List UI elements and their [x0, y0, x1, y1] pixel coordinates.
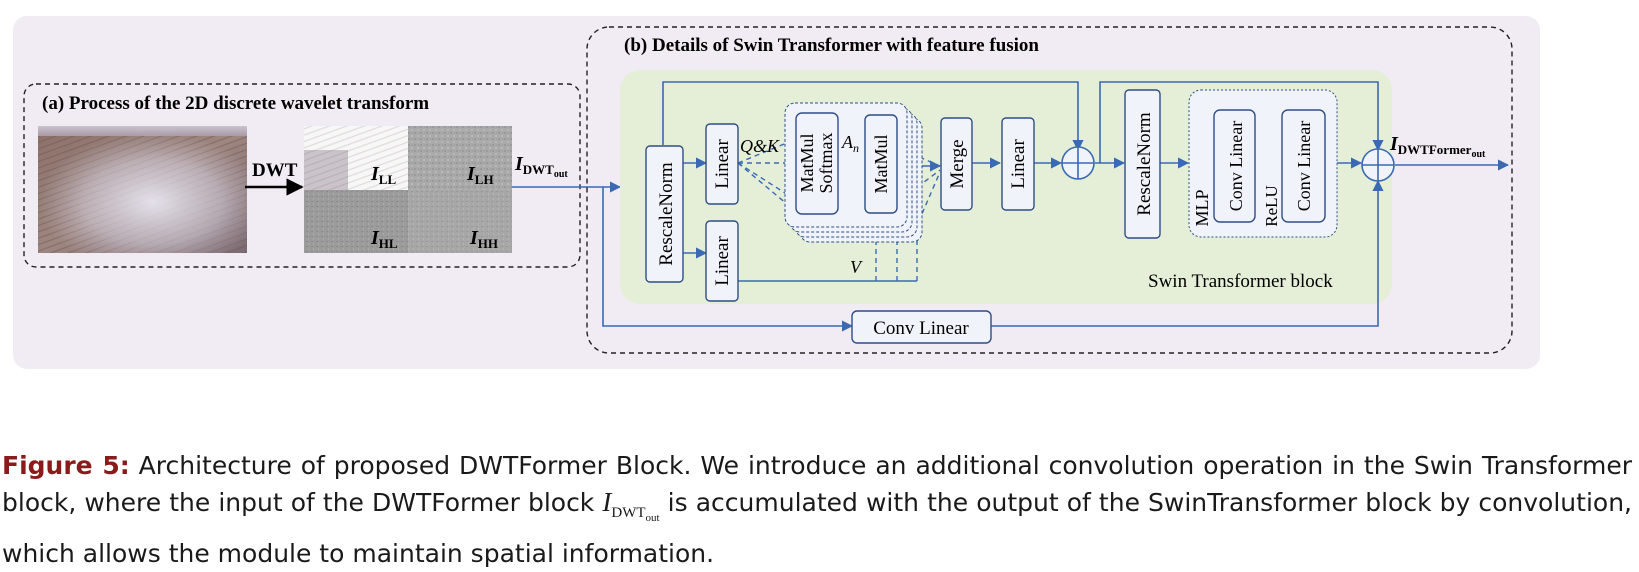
add-node-1	[1061, 146, 1095, 180]
figure-caption: Figure 5: Architecture of proposed DWTFo…	[2, 448, 1632, 572]
svg-text:IDWTFormerout: IDWTFormerout	[1389, 133, 1486, 160]
subband-ll-subscript: LL	[379, 172, 397, 187]
dwt-output-subscript: DWT	[523, 162, 554, 177]
an-symbol: A	[841, 132, 854, 152]
subband-hl: IHL	[304, 190, 408, 253]
matmul-2: MatMul	[864, 114, 898, 214]
rescalenorm-2: RescaleNorm	[1124, 89, 1161, 239]
conv-linear-2-label: Conv Linear	[1294, 121, 1314, 211]
linear-qk-label: Linear	[712, 139, 733, 189]
subband-hh: IHH	[408, 190, 512, 253]
conv-linear-bottom-label: Conv Linear	[873, 318, 969, 339]
add-node-2	[1361, 148, 1395, 182]
an-subscript: n	[853, 141, 859, 155]
conv-linear-1-label: Conv Linear	[1226, 121, 1246, 211]
dwtformer-output-symbol: I	[1389, 133, 1399, 155]
conv-linear-bottom: Conv Linear	[851, 310, 992, 344]
caption-math: IDWTout	[602, 487, 659, 524]
panel-b-border	[586, 26, 1513, 354]
panel-b-title: (b) Details of Swin Transformer with fea…	[624, 35, 1039, 56]
subband-lh-subscript: LH	[475, 172, 494, 187]
subband-hh-subscript: HH	[478, 236, 498, 251]
subband-ll-symbol: I	[370, 163, 380, 185]
subband-hl-subscript: HL	[379, 236, 398, 251]
panel-a-border	[23, 83, 581, 268]
subband-lh-symbol: I	[466, 163, 476, 185]
foggy-input-image	[38, 126, 247, 253]
dwt-output-subsubscript: out	[554, 169, 569, 180]
rescalenorm-1: RescaleNorm	[645, 145, 684, 283]
caption-math-symbol: I	[602, 487, 612, 517]
merge-label: Merge	[947, 139, 968, 188]
relu-label: ReLU	[1262, 185, 1281, 227]
linear-out-label: Linear	[1008, 139, 1029, 189]
panel-a: (a) Process of the 2D discrete wavelet t…	[23, 83, 581, 268]
caption-label: Figure 5:	[2, 451, 130, 480]
svg-text:IHL: IHL	[370, 227, 398, 251]
svg-text:ILH: ILH	[466, 163, 494, 187]
caption-math-subscript: DWT	[611, 505, 646, 522]
matmul-1-label: MatMul	[797, 133, 817, 192]
qk-label: Q&K	[740, 136, 780, 156]
subband-grid: ILL ILH IHL IHH	[304, 126, 512, 253]
dwt-label: DWT	[252, 160, 298, 181]
dwt-output-symbol: I	[514, 153, 524, 175]
swin-block-label: Swin Transformer block	[1148, 271, 1333, 292]
subband-hh-symbol: I	[469, 227, 479, 249]
connectors	[602, 81, 1510, 332]
caption-text-1: Architecture of proposed DWTFormer Block…	[2, 451, 1632, 517]
dwtformer-output-subscript: DWTFormer	[1398, 142, 1472, 157]
caption-math-subsubscript: out	[645, 512, 660, 525]
merge: Merge	[940, 117, 973, 211]
matmul-2-label: MatMul	[871, 134, 891, 193]
conv-linear-1	[1213, 109, 1256, 223]
panel-b: (b) Details of Swin Transformer with fea…	[586, 26, 1513, 354]
rescalenorm-2-label: RescaleNorm	[1134, 112, 1155, 216]
matmul-softmax: MatMul Softmax	[795, 112, 839, 215]
conv-linear-2	[1281, 109, 1326, 223]
subband-lh: ILH	[408, 126, 512, 190]
architecture-diagram: (a) Process of the 2D discrete wavelet t…	[13, 16, 1540, 369]
v-label: V	[850, 257, 863, 277]
linear-v-label: Linear	[712, 236, 733, 286]
linear-qk: Linear	[705, 123, 739, 205]
softmax-label: Softmax	[816, 133, 836, 194]
dwtformer-output-subsubscript: out	[1471, 149, 1486, 160]
svg-text:IDWTout: IDWTout	[514, 153, 568, 180]
svg-text:ILL: ILL	[370, 163, 396, 187]
subband-ll: ILL	[304, 126, 408, 190]
panel-a-title: (a) Process of the 2D discrete wavelet t…	[42, 93, 429, 114]
svg-text:An: An	[841, 132, 859, 155]
linear-out: Linear	[1001, 117, 1035, 211]
caption-text-2: is accumulated with the output of the Sw…	[2, 488, 1632, 569]
rescalenorm-1-label: RescaleNorm	[656, 162, 677, 266]
svg-text:IHH: IHH	[469, 227, 498, 251]
linear-v: Linear	[705, 220, 739, 302]
mlp-label: MLP	[1192, 189, 1212, 226]
mlp-block: MLP Conv Linear ReLU Conv Linear	[1188, 89, 1338, 238]
subband-hl-symbol: I	[370, 227, 380, 249]
